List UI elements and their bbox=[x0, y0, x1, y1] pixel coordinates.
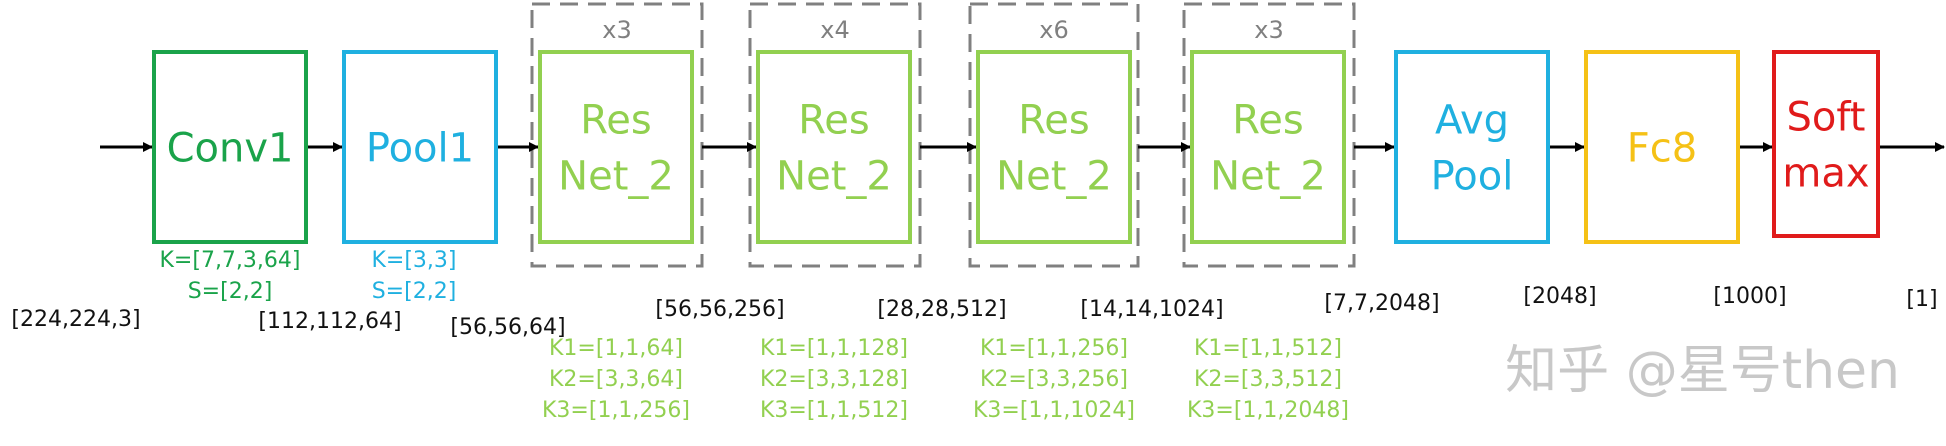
res-1-label: Res bbox=[580, 97, 651, 143]
param-label: K2=[3,3,512] bbox=[1194, 367, 1342, 392]
tensor-shape-label: [1000] bbox=[1713, 284, 1786, 309]
param-label: K1=[1,1,64] bbox=[549, 336, 683, 361]
repeat-count-label: x4 bbox=[820, 16, 849, 44]
softmax-label: max bbox=[1782, 150, 1869, 196]
param-label: K3=[1,1,1024] bbox=[973, 398, 1135, 423]
param-label: K3=[1,1,512] bbox=[760, 398, 908, 423]
res-1-label: Net_2 bbox=[558, 153, 674, 199]
param-label: K=[7,7,3,64] bbox=[160, 248, 301, 273]
tensor-shape-label: [56,56,256] bbox=[655, 297, 784, 322]
repeat-count-label: x3 bbox=[602, 16, 631, 44]
tensor-shape-label: [28,28,512] bbox=[877, 297, 1006, 322]
avgpool-label: Pool bbox=[1431, 153, 1514, 199]
fc8-label: Fc8 bbox=[1627, 125, 1697, 171]
res-4-label: Net_2 bbox=[1210, 153, 1326, 199]
avgpool-block bbox=[1394, 50, 1550, 244]
param-label: K1=[1,1,256] bbox=[980, 336, 1128, 361]
res-3-block bbox=[976, 50, 1132, 244]
conv1-block bbox=[152, 50, 308, 244]
tensor-shape-label: [7,7,2048] bbox=[1324, 291, 1439, 316]
res-3-label: Res bbox=[1018, 97, 1089, 143]
param-label: S=[2,2] bbox=[372, 279, 457, 304]
res-2-block bbox=[756, 50, 912, 244]
avgpool-label: Avg bbox=[1435, 97, 1509, 143]
pool1-block bbox=[342, 50, 498, 244]
param-label: K2=[3,3,256] bbox=[980, 367, 1128, 392]
tensor-shape-label: [112,112,64] bbox=[258, 309, 401, 334]
fc8-block bbox=[1584, 50, 1740, 244]
repeat-count-label: x3 bbox=[1254, 16, 1283, 44]
repeat-group-box bbox=[530, 2, 704, 268]
res-2-label: Res bbox=[798, 97, 869, 143]
res-4-label: Res bbox=[1232, 97, 1303, 143]
softmax-label: Soft bbox=[1787, 94, 1866, 140]
param-label: K2=[3,3,128] bbox=[760, 367, 908, 392]
conv1-label: Conv1 bbox=[167, 125, 294, 171]
param-label: K2=[3,3,64] bbox=[549, 367, 683, 392]
res-3-label: Net_2 bbox=[996, 153, 1112, 199]
softmax-block bbox=[1772, 50, 1880, 238]
res-2-label: Net_2 bbox=[776, 153, 892, 199]
tensor-shape-label: [2048] bbox=[1523, 284, 1596, 309]
pool1-label: Pool1 bbox=[366, 125, 474, 171]
repeat-group-box bbox=[968, 2, 1140, 268]
tensor-shape-label: [14,14,1024] bbox=[1080, 297, 1223, 322]
param-label: K1=[1,1,512] bbox=[1194, 336, 1342, 361]
param-label: S=[2,2] bbox=[188, 279, 273, 304]
repeat-group-box bbox=[748, 2, 922, 268]
repeat-group-box bbox=[1182, 2, 1356, 268]
watermark-text: 知乎 @星号then bbox=[1505, 341, 1900, 401]
tensor-shape-label: [1] bbox=[1906, 287, 1937, 312]
param-label: K=[3,3] bbox=[371, 248, 456, 273]
param-label: K3=[1,1,2048] bbox=[1187, 398, 1349, 423]
res-4-block bbox=[1190, 50, 1346, 244]
repeat-count-label: x6 bbox=[1039, 16, 1068, 44]
param-label: K3=[1,1,256] bbox=[542, 398, 690, 423]
tensor-shape-label: [56,56,64] bbox=[450, 315, 565, 340]
res-1-block bbox=[538, 50, 694, 244]
tensor-shape-label: [224,224,3] bbox=[11, 307, 140, 332]
param-label: K1=[1,1,128] bbox=[760, 336, 908, 361]
